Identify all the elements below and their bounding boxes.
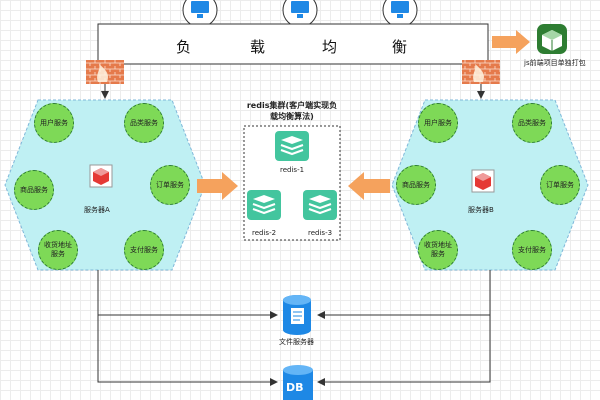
cluster-b-service-order: 订单服务 xyxy=(540,165,580,205)
cluster-a-service-address: 收货地址服务 xyxy=(38,230,78,270)
firewall-icon-right xyxy=(462,60,500,84)
arrow-b-to-redis xyxy=(348,172,390,200)
cluster-a-service-payment: 支付服务 xyxy=(124,230,164,270)
server-cube-icon-b xyxy=(471,169,495,193)
file-server-icon xyxy=(283,295,311,335)
cluster-a-service-category: 品类服务 xyxy=(124,103,164,143)
cluster-b-service-user: 用户服务 xyxy=(418,103,458,143)
cluster-b-service-address: 收货地址服务 xyxy=(418,230,458,270)
client-monitor-3 xyxy=(382,0,418,28)
package-note: js前端项目单独打包 xyxy=(524,59,586,67)
redis-icon-3 xyxy=(303,190,337,220)
redis-node-2-label: redis-2 xyxy=(252,229,277,237)
redis-node-1-label: redis-1 xyxy=(280,166,305,174)
database-icon xyxy=(283,365,313,400)
cluster-a-service-user: 用户服务 xyxy=(34,103,74,143)
redis-icon-1 xyxy=(275,131,309,161)
redis-node-3-label: redis-3 xyxy=(308,229,333,237)
lb-char-3: 均 xyxy=(322,38,338,56)
arrow-a-to-redis xyxy=(197,172,238,200)
redis-icon-2 xyxy=(247,190,281,220)
server-b-label: 服务器B xyxy=(468,206,494,214)
redis-cluster-title: redis集群(客户端实现负载均衡算法) xyxy=(246,101,338,121)
lb-char-4: 衡 xyxy=(392,38,408,56)
cluster-b-service-payment: 支付服务 xyxy=(512,230,552,270)
client-monitor-1 xyxy=(182,0,218,28)
package-cube-icon xyxy=(537,24,567,54)
cluster-a-service-order: 订单服务 xyxy=(150,165,190,205)
file-server-label: 文件服务器 xyxy=(279,338,314,346)
lb-char-1: 负 xyxy=(176,38,192,56)
db-label: DB xyxy=(286,381,304,394)
cluster-b-service-category: 品类服务 xyxy=(512,103,552,143)
cluster-b-service-product: 商品服务 xyxy=(396,165,436,205)
cluster-a-service-product: 商品服务 xyxy=(14,170,54,210)
load-balancer-box xyxy=(97,23,489,65)
firewall-icon-left xyxy=(86,60,124,84)
server-cube-icon-a xyxy=(89,164,113,188)
arrow-to-package xyxy=(492,30,530,54)
lb-char-2: 载 xyxy=(250,38,266,56)
client-monitor-2 xyxy=(282,0,318,28)
server-a-label: 服务器A xyxy=(84,206,110,214)
